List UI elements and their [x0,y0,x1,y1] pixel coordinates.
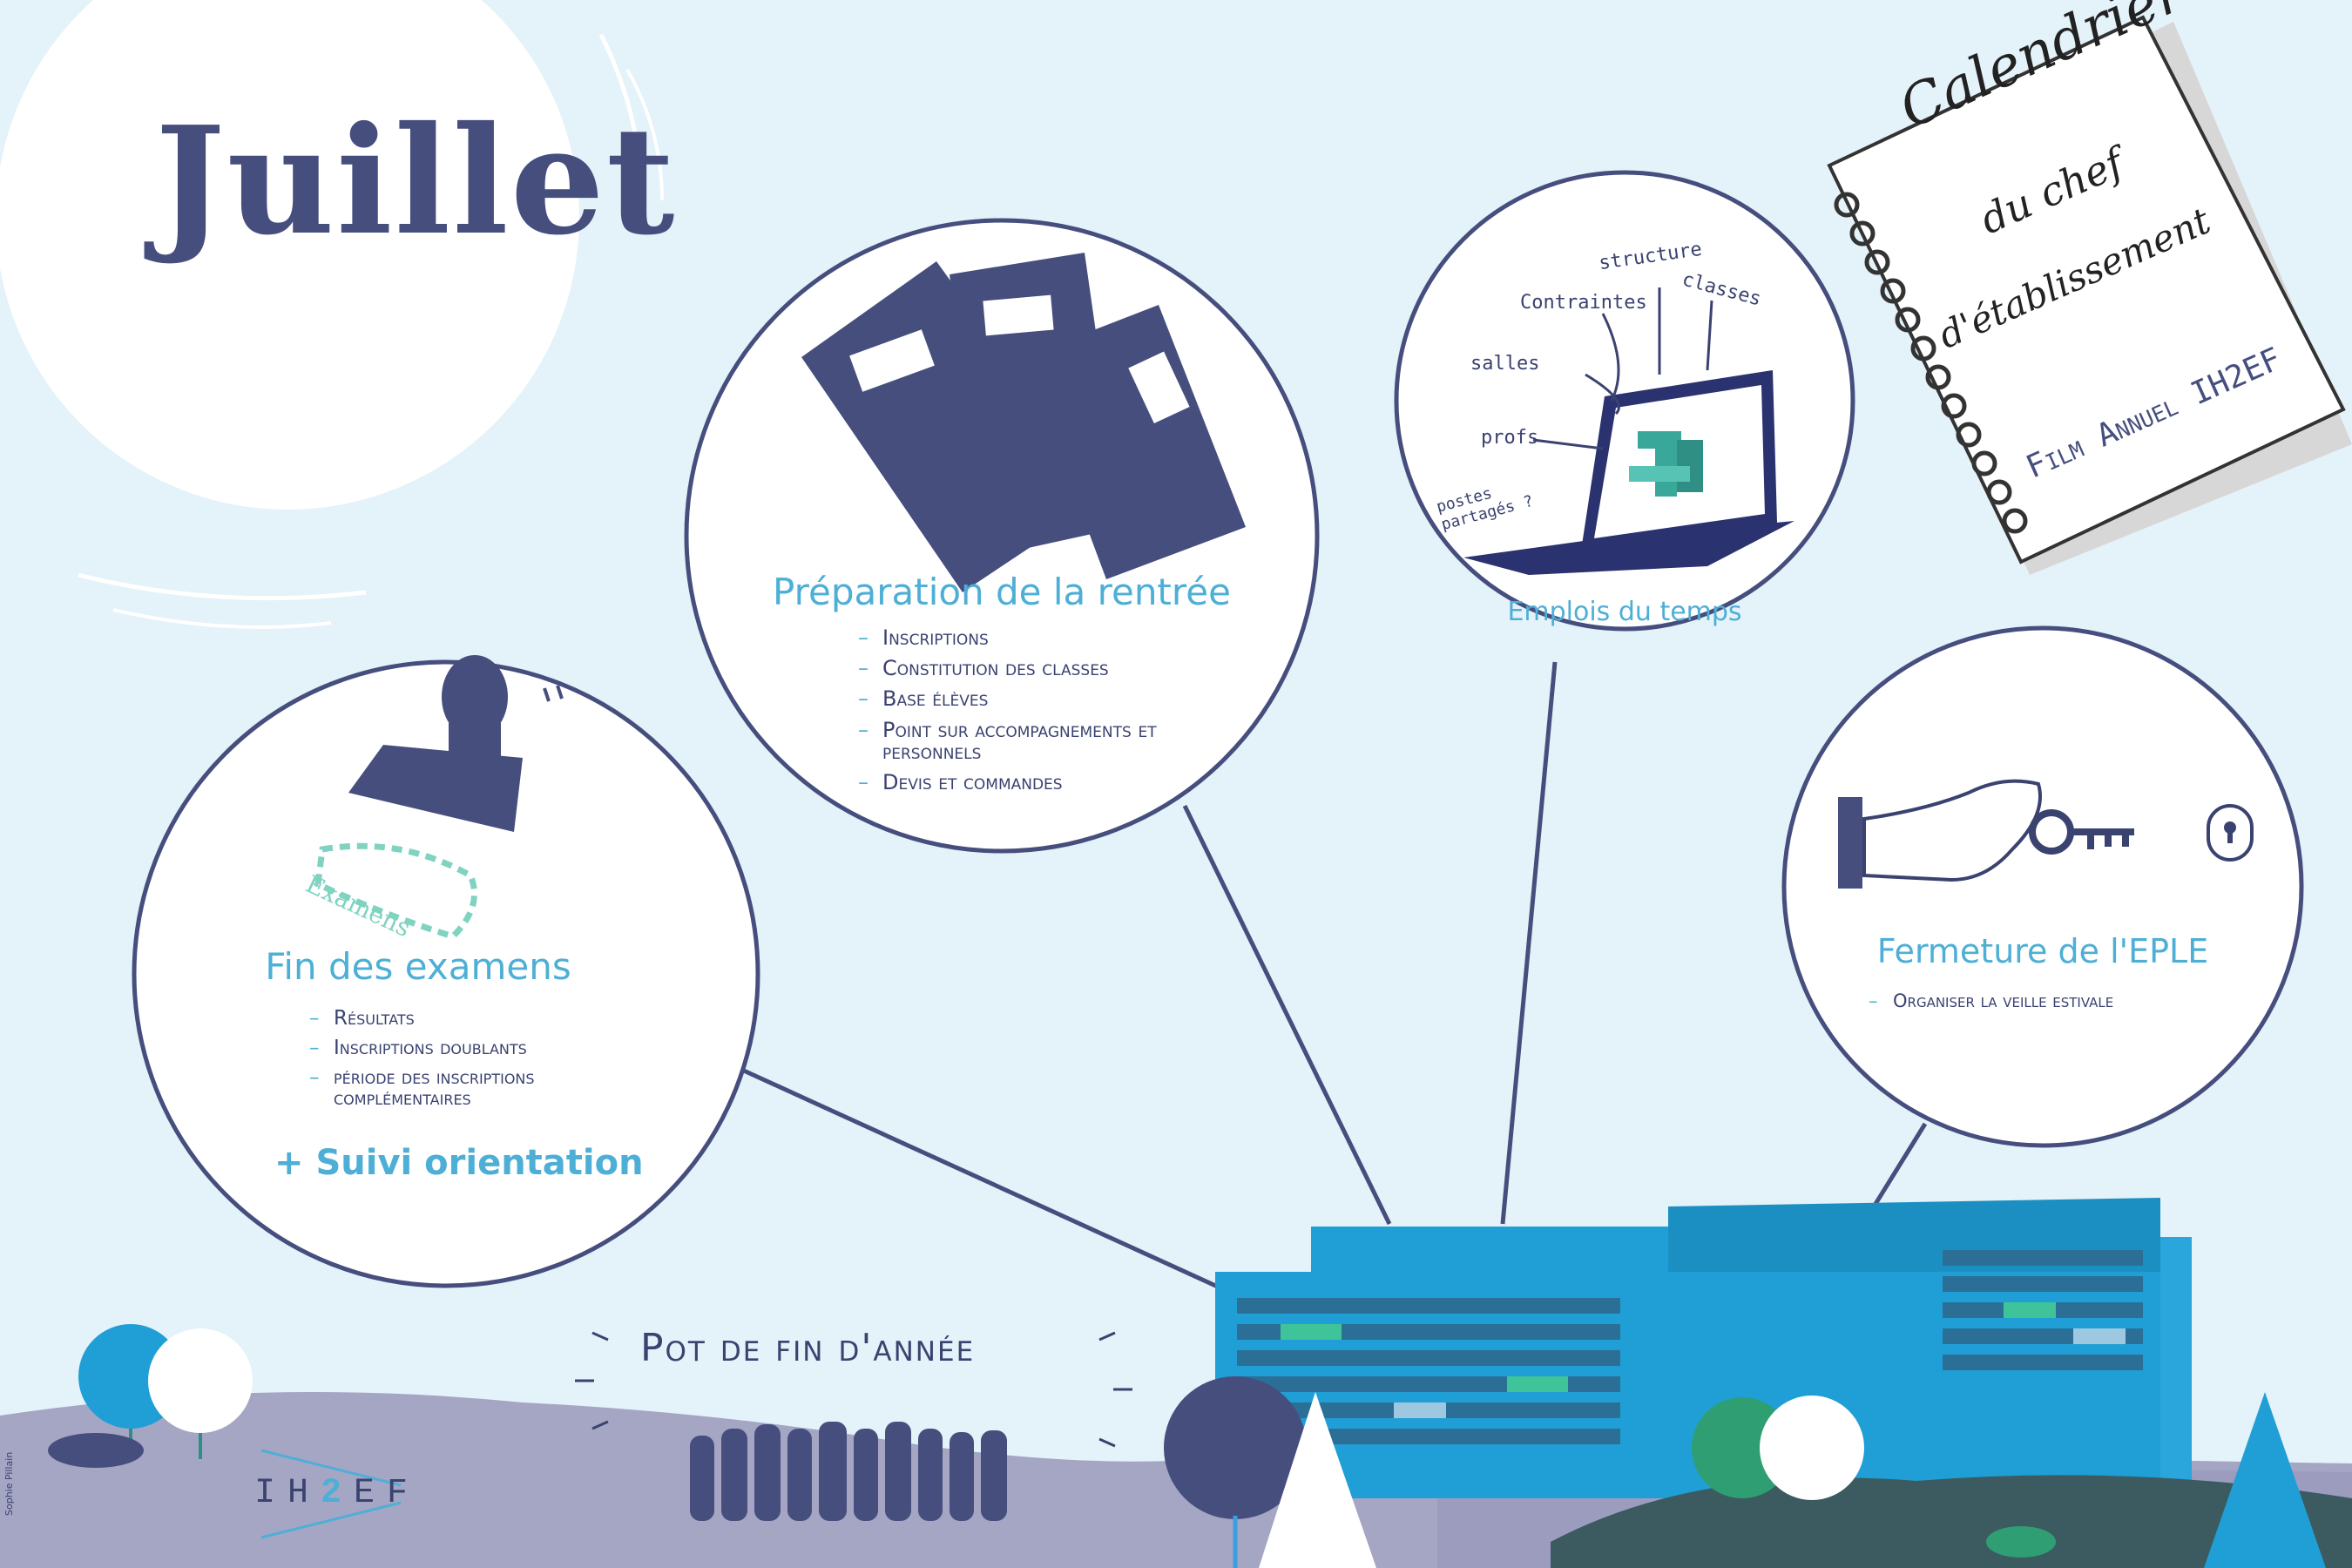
label-contraintes: Contraintes [1520,292,1647,314]
fermeture-list: Organiser la veille estivale [1869,991,2234,1019]
list-item: Inscriptions [858,626,1241,649]
trees [48,1324,2352,1568]
examens-extra: + Suivi orientation [274,1143,644,1183]
connector-lines [734,661,1928,1290]
rentree-list: Inscriptions Constitution des classes Ba… [858,626,1241,802]
list-item: Organiser la veille estivale [1869,991,2234,1010]
logo-text: IH2EF [254,1474,420,1513]
folders-icon [801,253,1246,592]
school-building [1215,1198,2192,1498]
list-item: Base élèves [858,688,1241,711]
fermeture-title: Fermeture de l'EPLE [1876,932,2209,970]
list-item: Devis et commandes [858,771,1241,794]
examens-title: Fin des examens [265,945,571,988]
logo-icon [260,1449,402,1539]
crowd-icon [690,1422,1007,1521]
stamp-icon [314,655,564,940]
key-icon [1838,779,2254,889]
logo-mid: 2 [321,1474,355,1513]
credit: Sophie Pillain [3,1451,15,1516]
circle-fermeture [1781,625,2304,1148]
list-item: Point sur accompagnements et personnels [858,719,1241,763]
list-item: Résultats [309,1008,640,1029]
rentree-title: Préparation de la rentrée [773,571,1231,613]
list-item: Inscriptions doublants [309,1037,640,1058]
label-profs: profs [1481,427,1539,449]
logo-right: EF [354,1474,421,1513]
list-item: Constitution des classes [858,657,1241,679]
page-title: Juillet [155,94,677,268]
circle-examens [132,659,760,1288]
laptop-icon [1463,370,1794,575]
notebook-icon [1827,15,2352,575]
examens-list: Résultats Inscriptions doublants période… [309,1008,640,1119]
list-item: période des inscriptions complémentaires [309,1067,640,1109]
label-salles: salles [1470,353,1540,375]
pot-label: Pot de fin d'année [640,1326,976,1370]
logo-left: IH [254,1474,321,1513]
emplois-title: Emplois du temps [1507,597,1742,627]
sun-icon [0,0,579,510]
